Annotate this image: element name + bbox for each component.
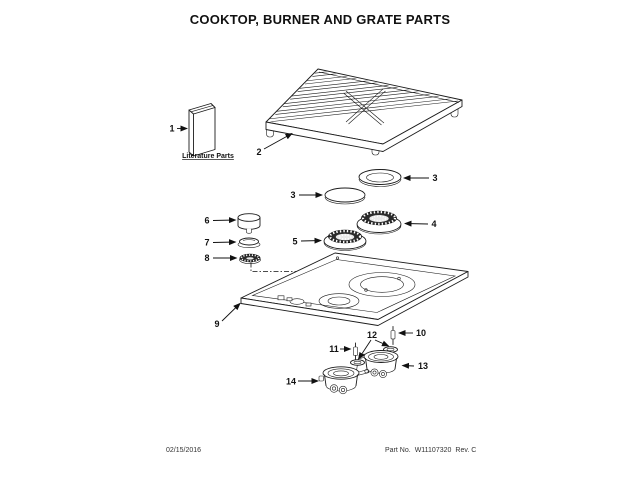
small-burner-disc-drawing	[239, 253, 261, 264]
footer-date: 02/15/2016	[166, 447, 202, 454]
igniter-electrode-left-drawing	[353, 342, 358, 362]
page-title: COOKTOP, BURNER AND GRATE PARTS	[189, 12, 451, 27]
callout-1: 1	[169, 124, 174, 134]
cooktop-panel-drawing	[240, 252, 469, 326]
burner-base-left-drawing	[318, 366, 370, 395]
burner-head-medium-drawing	[323, 229, 367, 251]
cap-with-stem-drawing	[237, 213, 261, 234]
callout-3-right: 3	[432, 173, 437, 183]
callout-2: 2	[256, 147, 261, 157]
callout-14: 14	[286, 377, 296, 387]
callout-3-left: 3	[290, 190, 295, 200]
small-cap-drawing	[237, 237, 261, 249]
cooktop-burner-ring-right	[348, 272, 416, 297]
burner-cap-left-drawing	[324, 187, 366, 205]
cooktop-corner-hole	[335, 256, 339, 260]
callout-11: 11	[329, 344, 339, 354]
footer-part-label: Part No.	[385, 447, 411, 454]
footer-revision: Rev. C	[455, 447, 477, 454]
grate-center-cross	[345, 88, 386, 125]
cooktop-burner-ring-left	[318, 293, 360, 309]
callout-9: 9	[214, 319, 219, 329]
callout-12: 12	[367, 330, 377, 340]
burner-head-large-drawing	[356, 210, 402, 235]
footer-part-number: W11107320	[414, 447, 452, 454]
igniter-electrode-right-drawing	[390, 326, 396, 345]
callout-10: 10	[416, 328, 426, 338]
burner-cap-right-drawing	[358, 169, 402, 187]
callout-5: 5	[292, 237, 297, 247]
callout-numbers: 1 2 3 3 4 5 6 7 8 9 10 11 12 13 14	[169, 124, 437, 387]
item8-position-leader	[250, 262, 305, 298]
literature-parts-label: Literature Parts	[182, 153, 234, 160]
literature-booklet-drawing	[188, 103, 216, 157]
callout-6: 6	[204, 216, 209, 226]
cooktop-control-module	[277, 295, 312, 307]
callout-leaders	[177, 125, 429, 384]
callout-13: 13	[418, 361, 428, 371]
grate-drawing	[265, 68, 463, 156]
callout-7: 7	[204, 238, 209, 248]
callout-8: 8	[204, 253, 209, 263]
callout-4: 4	[431, 219, 436, 229]
orifice-ring-left-drawing	[350, 359, 365, 372]
